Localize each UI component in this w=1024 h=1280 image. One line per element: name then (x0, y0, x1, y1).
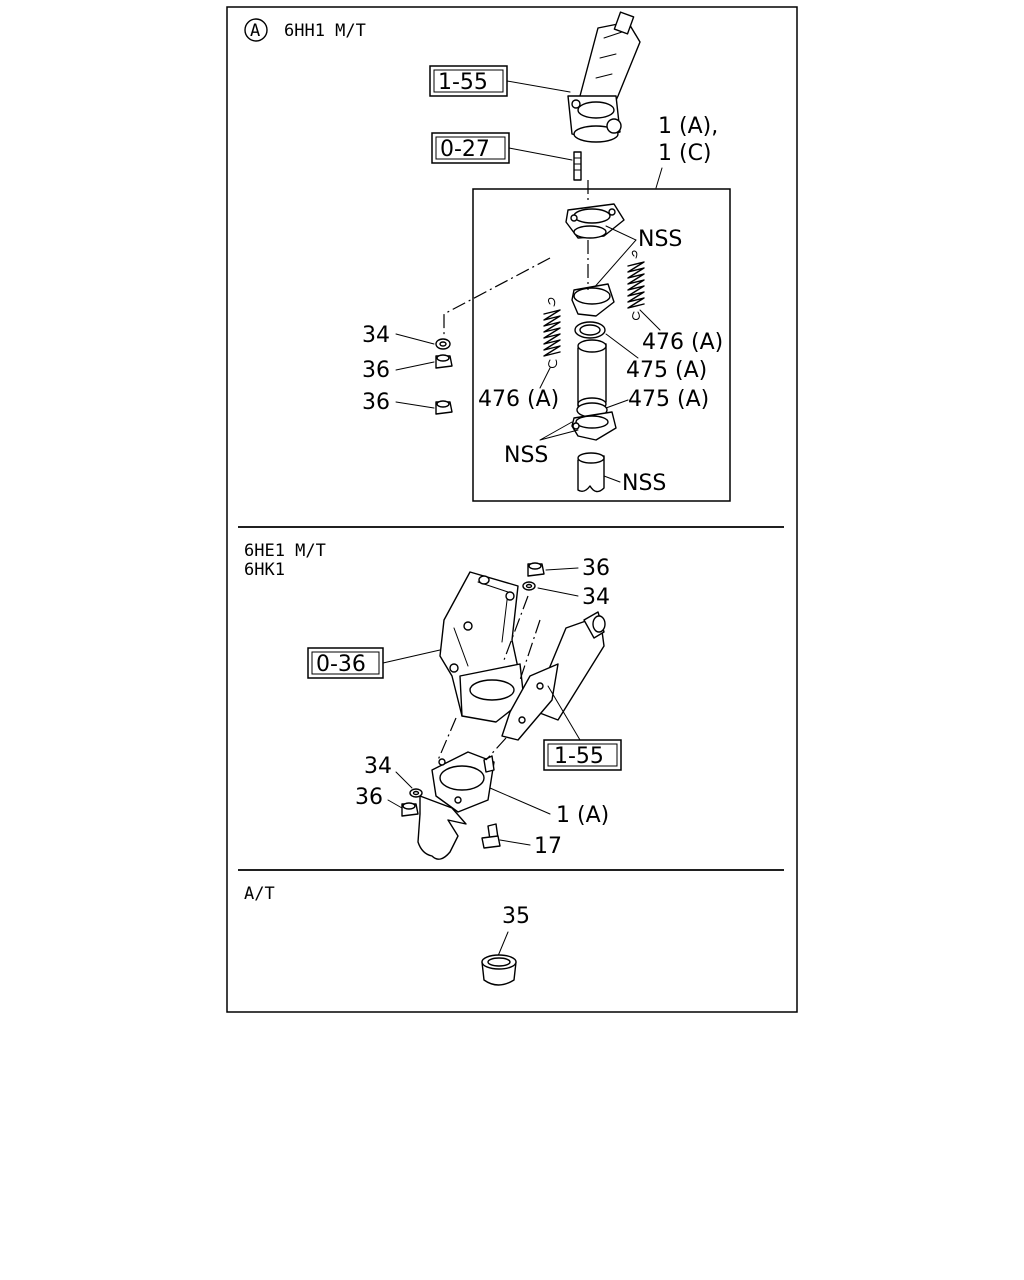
section-6he1-6hk1: 6HE1 M/T 6HK1 (244, 541, 622, 860)
label-1a-s2: 1 (A) (556, 803, 609, 828)
label-17: 17 (534, 834, 562, 859)
leader-35 (497, 931, 509, 957)
section-at: A/T 35 (244, 884, 530, 986)
leader-475a-upper (605, 333, 639, 359)
section-2-header-line1: 6HE1 M/T (244, 541, 326, 561)
ref-1-55-box: 1-55 (429, 65, 508, 97)
part-35-bushing (481, 954, 517, 986)
center-pipe (577, 339, 607, 411)
nut-36-b (435, 400, 453, 415)
gasket-475-upper-inner (579, 324, 601, 336)
centerline-s2-lower (437, 717, 507, 761)
assy-label-1c: 1 (C) (658, 141, 712, 166)
seat-ring (571, 283, 615, 317)
label-475a-lower: 475 (A) (628, 387, 709, 412)
ref-1-55-box-s2: 1-55 (543, 739, 622, 771)
leader-34-s2 (537, 587, 579, 597)
leader-nss-bottom (603, 475, 621, 483)
label-36-a: 36 (362, 358, 390, 383)
leader-17 (499, 839, 531, 846)
section-3-header: A/T (244, 884, 275, 904)
nss-label-top: NSS (638, 227, 682, 252)
flange-upper (565, 203, 625, 239)
nss-label-left: NSS (504, 443, 548, 468)
leader-36-low (387, 799, 403, 809)
section-marker-circle (244, 18, 268, 42)
label-36-s2: 36 (582, 556, 610, 581)
washer-34-low (409, 788, 423, 798)
leader-36-a (395, 361, 435, 371)
ref-0-36-box: 0-36 (307, 647, 384, 679)
leader-36-b (395, 401, 435, 409)
exhaust-pipe-right (501, 611, 606, 741)
section-6hh1: A 6HH1 M/T 1-55 0-27 (244, 11, 731, 502)
leader-1-55-s2 (547, 685, 581, 741)
exhaust-pipe-upper (567, 11, 641, 143)
leader-475a-lower (605, 399, 629, 409)
leader-476a-right (639, 309, 661, 331)
leader-36-s2 (545, 567, 579, 571)
label-34-s2: 34 (582, 585, 610, 610)
nss-label-bottom: NSS (622, 471, 666, 496)
leader-476a-left (539, 367, 551, 389)
leader-nss-left (539, 421, 579, 441)
centerline-upper (443, 180, 589, 336)
label-476a-right: 476 (A) (642, 330, 723, 355)
leader-0-36 (382, 649, 441, 664)
leader-1-55 (506, 80, 571, 93)
pipe-lower (577, 452, 605, 493)
diagram-frame (226, 6, 798, 1013)
svg-text:0-36: 0-36 (316, 652, 366, 677)
ref-0-27-box: 0-27 (431, 132, 510, 164)
assy-label-1a: 1 (A), (658, 114, 718, 139)
spring-right (627, 250, 645, 320)
label-35: 35 (502, 904, 530, 929)
flange-lower (571, 402, 617, 441)
spring-left (543, 297, 561, 368)
section-2-header-line2: 6HK1 (244, 560, 285, 580)
leader-0-27 (508, 147, 573, 161)
washer-34-top (522, 581, 536, 591)
pipe-assembly-box (472, 188, 731, 502)
label-475a-upper: 475 (A) (626, 358, 707, 383)
nut-36-low (401, 802, 419, 817)
svg-text:1-55: 1-55 (438, 70, 488, 95)
label-36-b: 36 (362, 390, 390, 415)
heat-shield-elbow (439, 571, 525, 723)
centerline-s2 (503, 595, 541, 681)
nut-36-a (435, 354, 453, 369)
leader-nss-top (591, 225, 637, 291)
stud-bolt (573, 151, 582, 181)
svg-text:0-27: 0-27 (440, 137, 490, 162)
leader-assy (655, 167, 663, 189)
label-36-low: 36 (355, 785, 383, 810)
leader-34 (395, 333, 435, 345)
svg-text:1-55: 1-55 (554, 744, 604, 769)
label-34: 34 (362, 323, 390, 348)
leader-1a-s2 (489, 787, 551, 815)
washer-34 (435, 338, 451, 350)
section-1-header: 6HH1 M/T (284, 21, 366, 41)
leader-34-low (395, 771, 413, 789)
nut-36-top (527, 562, 545, 577)
bolt-17 (481, 823, 501, 849)
section-marker-letter: A (250, 21, 260, 41)
label-476a-left: 476 (A) (478, 387, 559, 412)
label-34-low: 34 (364, 754, 392, 779)
